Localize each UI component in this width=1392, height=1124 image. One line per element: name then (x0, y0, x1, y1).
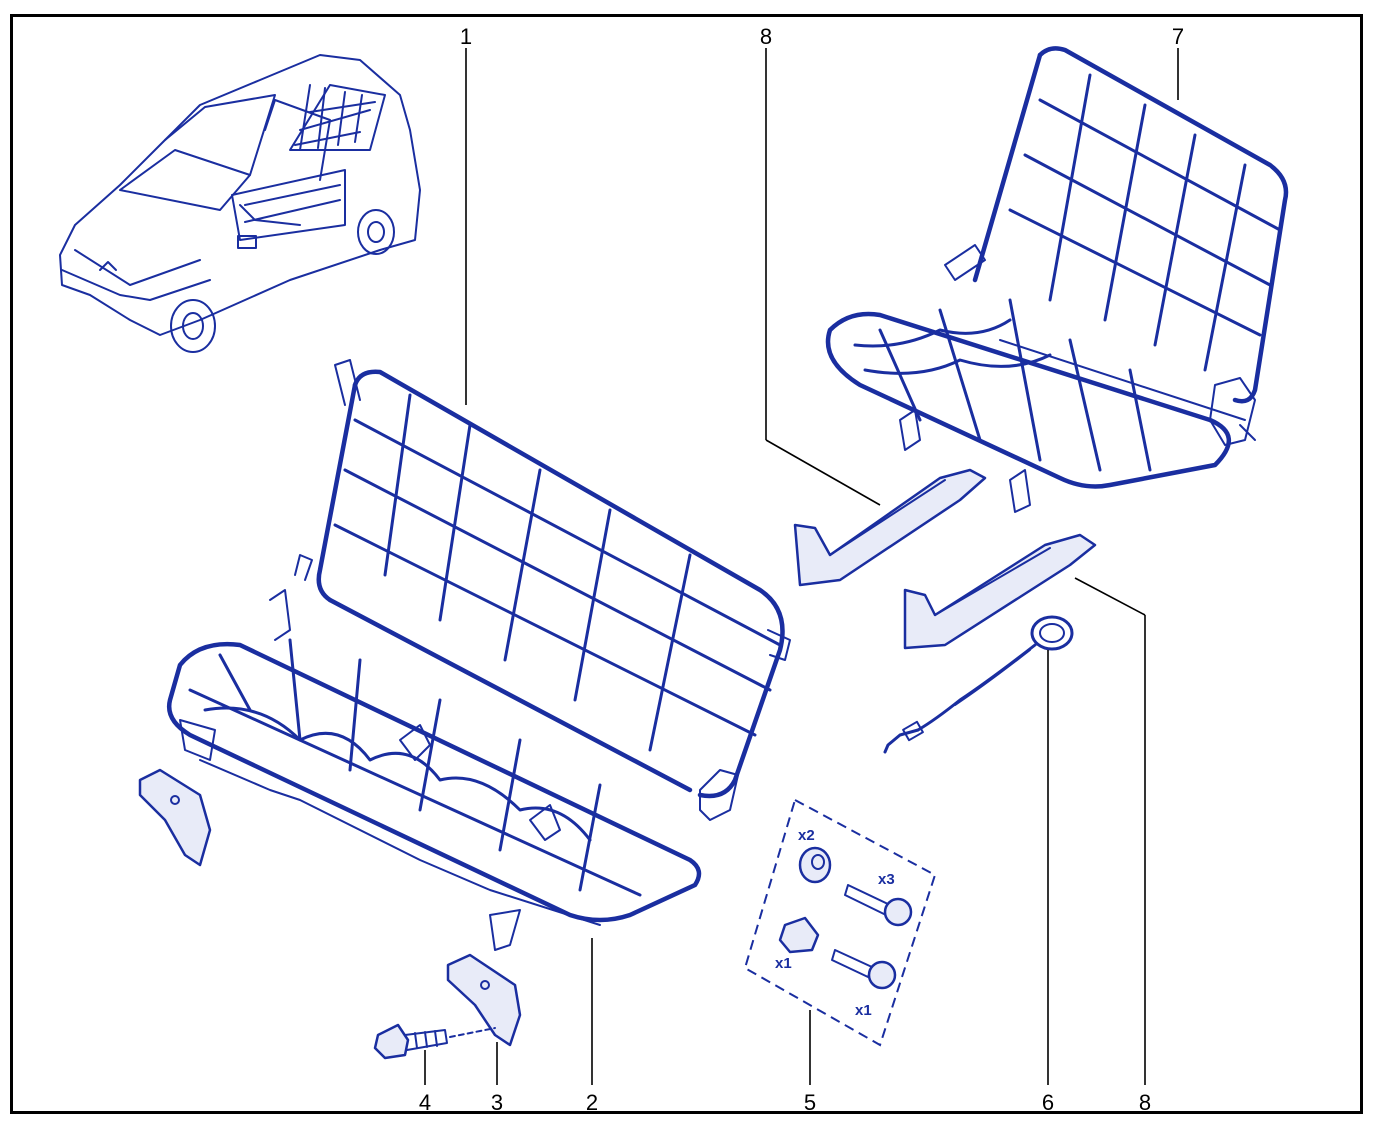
diagram-frame (10, 14, 1363, 1114)
qty-x3: x3 (878, 871, 895, 888)
callout-3: 3 (491, 1090, 503, 1115)
part-6-strap (883, 615, 1074, 754)
qty-x1-left: x1 (775, 955, 792, 972)
callout-2: 2 (586, 1090, 598, 1115)
leader-lines (424, 48, 1179, 1085)
qty-x2: x2 (798, 827, 815, 844)
part-8-side-rail-lower (903, 533, 1097, 650)
callout-4: 4 (419, 1090, 431, 1115)
part-8-side-rail-upper (793, 468, 987, 587)
callout-6: 6 (1042, 1090, 1054, 1115)
vehicle-thumbnail (59, 54, 421, 353)
part-7-split-seat-frame (825, 46, 1289, 513)
callout-5: 5 (804, 1090, 816, 1115)
part-4-bolt (373, 1023, 496, 1060)
spacer-x2 (798, 846, 832, 884)
kit-quantity-labels: x2 x3 x1 x1 (775, 827, 895, 1019)
part-1-bench-seat-frame (166, 359, 791, 951)
callout-1: 1 (460, 24, 472, 49)
callout-8-bottom: 8 (1139, 1090, 1151, 1115)
part-3-mount-bracket-left (138, 768, 212, 867)
screw-x1 (867, 960, 897, 990)
screw-x3 (883, 897, 913, 927)
part-2-cross-rail (199, 759, 601, 926)
part-5-fastener-kit (743, 798, 937, 1047)
spacer-x1 (778, 916, 820, 954)
callout-7: 7 (1172, 24, 1184, 49)
part-3-mount-bracket-right (446, 953, 522, 1047)
qty-x1-right: x1 (855, 1002, 872, 1019)
callout-labels: 1 8 7 4 3 2 5 6 8 (419, 24, 1184, 1115)
callout-8-top: 8 (760, 24, 772, 49)
